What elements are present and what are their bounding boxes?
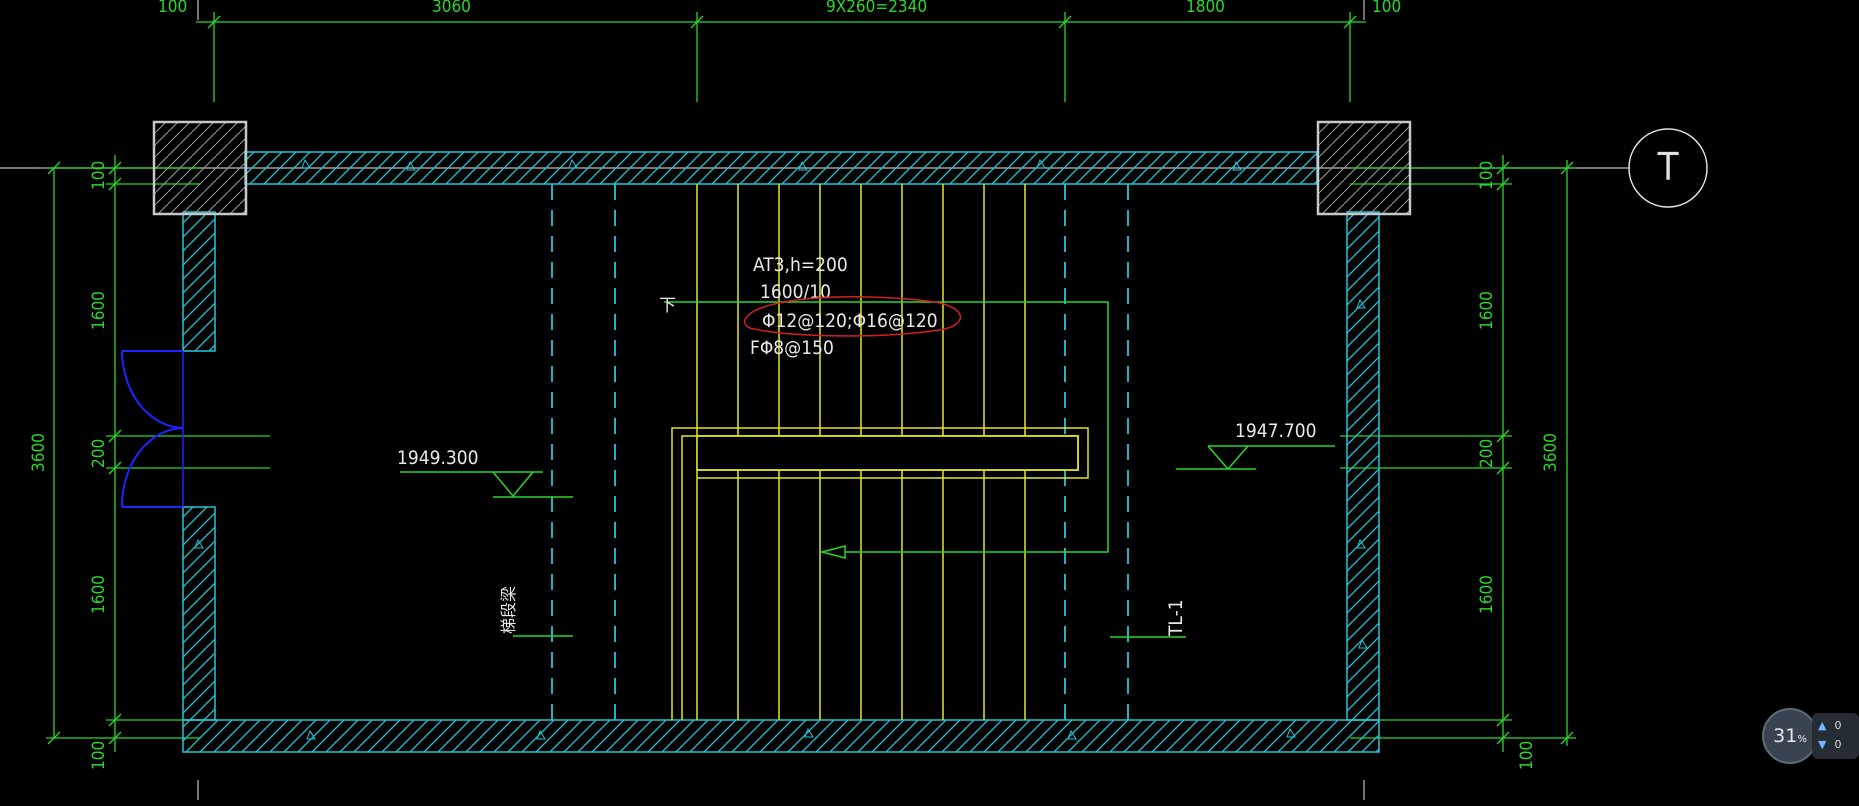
left-dim-1600-upper: 1600 (89, 291, 109, 330)
grid-axis-bubble[interactable]: T (1628, 128, 1708, 208)
column-right[interactable] (1316, 120, 1412, 216)
columns[interactable] (152, 120, 1412, 216)
right-dim-100-bottom: 100 (1517, 741, 1537, 770)
zoom-widget[interactable]: 31% ▲0 ▼0 (1762, 708, 1859, 770)
elevation-right: 1947.700 (1235, 420, 1317, 442)
zoom-up-row[interactable]: ▲0 (1818, 719, 1841, 732)
top-dimension-chain (196, 12, 1366, 102)
zoom-panel: ▲0 ▼0 (1812, 713, 1859, 759)
stair-direction-arrow (664, 301, 1109, 559)
down-mark: 下 (659, 296, 676, 316)
right-dim-100-top: 100 (1477, 161, 1497, 190)
left-dim-1600-lower: 1600 (89, 575, 109, 614)
top-dim-100-right: 100 (1372, 0, 1401, 17)
zoom-unit: % (1797, 734, 1807, 745)
left-wall-lower[interactable] (182, 506, 216, 721)
beam-left-label: 梯段梁 (499, 586, 518, 634)
elevation-left: 1949.300 (397, 447, 479, 469)
right-dim-1600-upper: 1600 (1477, 291, 1497, 330)
zoom-indicator[interactable]: 31% (1762, 708, 1818, 764)
reference-lines (0, 0, 1630, 800)
stair-steps: 1600/10 (760, 281, 831, 303)
stair-label: AT3,h=200 (753, 254, 848, 276)
top-dim-100-left: 100 (158, 0, 187, 17)
right-total-3600: 3600 (1541, 433, 1561, 472)
left-dim-100-bottom: 100 (89, 741, 109, 770)
top-dim-3060: 3060 (432, 0, 471, 17)
right-dimension-chain (1340, 155, 1576, 752)
arrow-up-icon: ▲ (1818, 719, 1827, 732)
elevation-right-symbol (1176, 445, 1335, 471)
zoom-up-value: 0 (1834, 719, 1842, 732)
left-dim-200: 200 (89, 439, 109, 468)
zoom-down-value: 0 (1834, 738, 1842, 751)
right-wall[interactable] (1346, 211, 1380, 721)
top-wall[interactable] (244, 151, 1318, 185)
zoom-down-row[interactable]: ▼0 (1818, 738, 1841, 751)
arrow-down-icon: ▼ (1818, 738, 1827, 751)
right-dim-1600-lower: 1600 (1477, 575, 1497, 614)
beam-right-label: TL-1 (1165, 599, 1187, 637)
grid-axis-label: T (1657, 145, 1679, 189)
left-dim-100-top: 100 (89, 161, 109, 190)
top-dim-1800: 1800 (1186, 0, 1225, 17)
door-symbol[interactable] (120, 350, 184, 508)
wall-aggregate-marks (194, 158, 1368, 740)
elevation-left-symbol (400, 471, 573, 498)
revision-cloud[interactable] (743, 296, 962, 337)
bottom-wall[interactable] (182, 719, 1380, 753)
right-dim-200: 200 (1477, 439, 1497, 468)
rebar-distribution: FΦ8@150 (750, 337, 834, 359)
column-left[interactable] (152, 120, 248, 216)
left-wall-upper[interactable] (182, 211, 216, 352)
stair-treads[interactable] (671, 184, 1089, 720)
top-dim-stair-run: 9X260=2340 (826, 0, 927, 17)
left-total-3600: 3600 (29, 433, 49, 472)
zoom-percent: 31 (1773, 725, 1798, 747)
rebar-main: Φ12@120;Φ16@120 (762, 310, 938, 332)
left-dimension-chain (46, 155, 270, 752)
